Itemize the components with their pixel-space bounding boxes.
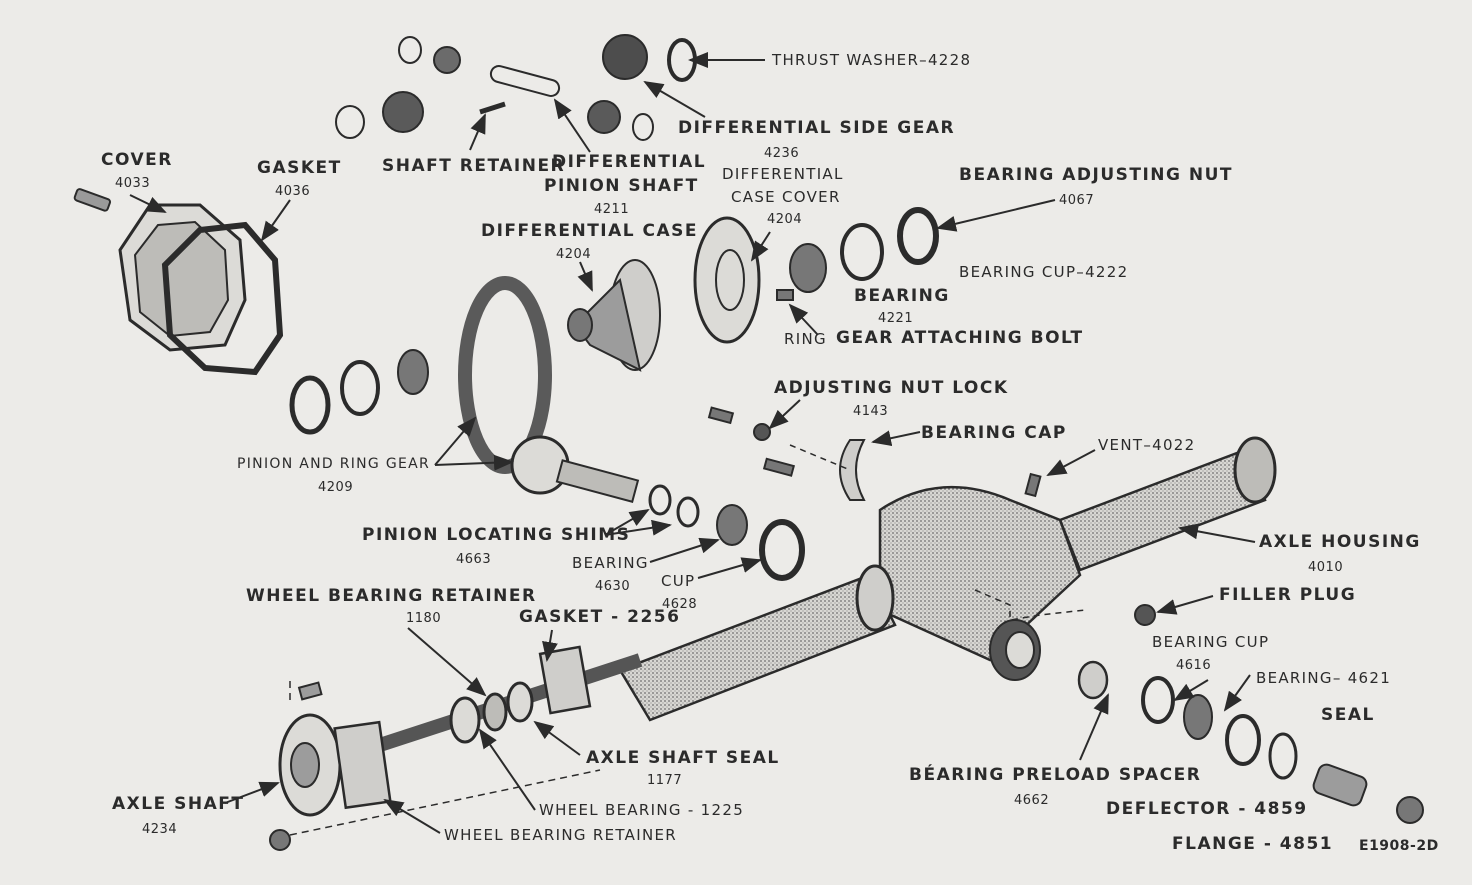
label-axle-housing-number: 4010 (1308, 560, 1344, 575)
leader-lines (129, 52, 1256, 834)
label-bearing-4630: BEARING (572, 554, 649, 572)
pinion-gear-part (510, 435, 640, 504)
label-bearing-preload-spacer-number: 4662 (1014, 793, 1050, 808)
label-pinion-and-ring-gear-number: 4209 (318, 480, 354, 495)
pinion-shim-parts (648, 484, 805, 581)
label-cover-number: 4033 (115, 176, 151, 191)
label-differential-case-cover-line2: CASE COVER (731, 188, 841, 206)
pinion-flange-parts (1077, 660, 1424, 824)
cover-bolt-part (73, 188, 112, 212)
label-differential-case-number: 4204 (556, 247, 592, 262)
figure-id: E1908-2D (1359, 838, 1439, 854)
label-bearing-cup-4616: BEARING CUP (1152, 633, 1270, 651)
label-bearing-preload-spacer: BÉARING PRELOAD SPACER (909, 765, 1202, 785)
label-bearing-cup-4222: BEARING CUP–4222 (959, 263, 1129, 281)
label-axle-housing: AXLE HOUSING (1259, 532, 1421, 552)
label-cover: COVER (101, 150, 173, 170)
label-wheel-bearing-retainer-top: WHEEL BEARING RETAINER (246, 586, 537, 606)
label-adjusting-nut-lock: ADJUSTING NUT LOCK (774, 378, 1009, 398)
label-bearing-4621: BEARING– 4621 (1256, 669, 1392, 687)
label-thrust-washer: THRUST WASHER–4228 (772, 51, 972, 69)
label-axle-shaft-seal-number: 1177 (647, 773, 683, 788)
axle-shaft-part (269, 645, 643, 851)
label-vent: VENT–4022 (1098, 436, 1196, 454)
label-differential-case: DIFFERENTIAL CASE (481, 221, 699, 241)
label-wheel-bearing: WHEEL BEARING - 1225 (539, 801, 745, 819)
label-axle-shaft: AXLE SHAFT (112, 794, 245, 814)
case-cover-part (693, 216, 761, 344)
label-adjusting-nut-lock-number: 4143 (853, 404, 889, 419)
label-differential-pinion-shaft-line2: PINION SHAFT (544, 176, 699, 196)
label-gasket-number: 4036 (275, 184, 311, 199)
label-bearing-cap: BEARING CAP (921, 423, 1067, 443)
label-filler-plug: FILLER PLUG (1219, 585, 1357, 605)
label-cup-4628: CUP (661, 572, 696, 590)
label-bearing-adjusting-nut: BEARING ADJUSTING NUT (959, 165, 1234, 185)
label-shaft-retainer: SHAFT RETAINER (382, 156, 566, 176)
label-pinion-and-ring-gear: PINION AND RING GEAR (237, 456, 431, 472)
cover-part (118, 203, 247, 352)
label-ring-gear-attaching-bolt-prefix: RING (784, 330, 827, 348)
pinion-bearing-parts (289, 349, 429, 435)
label-bearing-cup-4616-number: 4616 (1176, 658, 1212, 673)
label-gasket: GASKET (257, 158, 342, 178)
axle-housing-part (618, 436, 1277, 722)
label-axle-shaft-number: 4234 (142, 822, 178, 837)
label-differential-case-cover-line1: DIFFERENTIAL (722, 165, 844, 183)
label-wheel-bearing-retainer-top-number: 1180 (406, 611, 442, 626)
label-pinion-locating-shims: PINION LOCATING SHIMS (362, 525, 631, 545)
carrier-bearing-parts (776, 207, 939, 301)
label-differential-case-cover-number: 4204 (767, 212, 803, 227)
label-bearing-adjusting-nut-number: 4067 (1059, 193, 1095, 208)
label-differential-side-gear: DIFFERENTIAL SIDE GEAR (678, 118, 956, 138)
label-bearing-4221: BEARING (854, 286, 950, 306)
gasket-part (161, 221, 284, 376)
label-seal: SEAL (1321, 705, 1375, 725)
label-pinion-locating-shims-number: 4663 (456, 552, 492, 567)
label-differential-pinion-shaft-line1: DIFFERENTIAL (552, 152, 707, 172)
differential-case-part (567, 259, 661, 372)
label-cup-4628-number: 4628 (662, 597, 698, 612)
label-wheel-bearing-retainer-bottom: WHEEL BEARING RETAINER (444, 826, 677, 844)
label-ring-gear-attaching-bolt: GEAR ATTACHING BOLT (836, 328, 1084, 348)
label-differential-pinion-shaft-number: 4211 (594, 202, 630, 217)
diff-small-parts (335, 34, 697, 141)
label-bearing-4221-number: 4221 (878, 311, 914, 326)
label-flange: FLANGE - 4851 (1172, 834, 1334, 854)
bearing-cap-part (707, 406, 866, 501)
label-gasket-2256: GASKET - 2256 (519, 607, 681, 627)
label-deflector: DEFLECTOR - 4859 (1106, 799, 1308, 819)
label-differential-side-gear-number: 4236 (764, 146, 800, 161)
label-bearing-4630-number: 4630 (595, 579, 631, 594)
label-axle-shaft-seal: AXLE SHAFT SEAL (586, 748, 780, 768)
